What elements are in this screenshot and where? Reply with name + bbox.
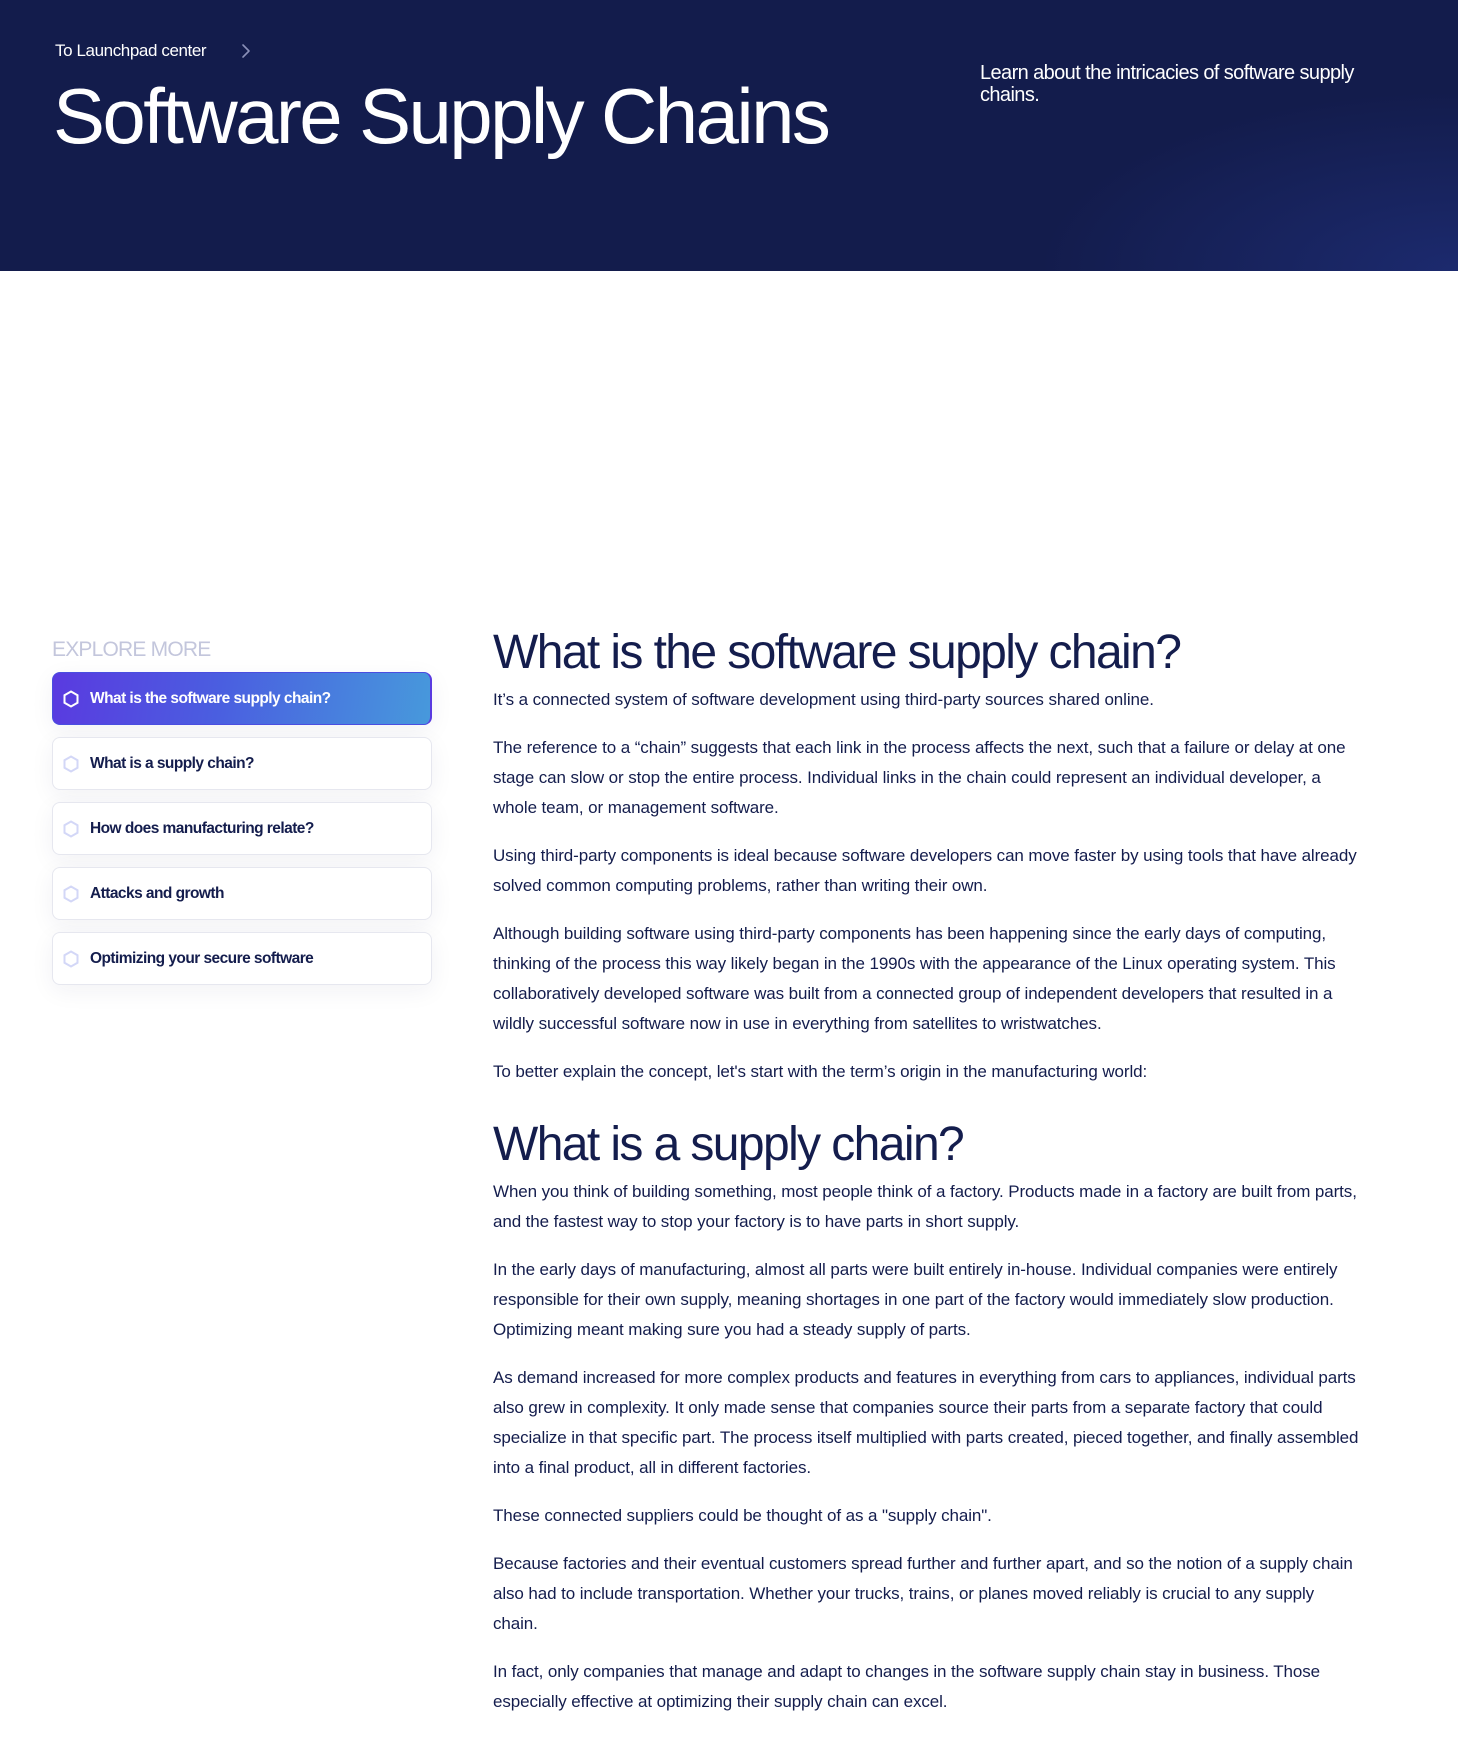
paragraph: In fact, only companies that manage and … bbox=[493, 1662, 1321, 1711]
sidebar-item-attacks-and-growth[interactable]: Attacks and growth bbox=[52, 867, 432, 920]
hexagon-icon bbox=[63, 949, 79, 968]
sidebar-item-label: How does manufacturing relate? bbox=[90, 819, 314, 837]
hero-banner: To Launchpad center Software Supply Chai… bbox=[0, 0, 1458, 271]
explore-more-heading: EXPLORE MORE bbox=[52, 638, 211, 661]
paragraph: Using third-party components is ideal be… bbox=[493, 846, 1357, 895]
sidebar-item-label: What is a supply chain? bbox=[90, 754, 254, 772]
page-subtitle: Learn about the intricacies of software … bbox=[980, 62, 1354, 106]
paragraph: Although building software using third-p… bbox=[493, 924, 1336, 1033]
paragraph: As demand increased for more complex pro… bbox=[493, 1368, 1359, 1477]
chevron-right-icon bbox=[236, 41, 256, 61]
main-content: EXPLORE MORE What is the software supply… bbox=[0, 271, 1458, 1753]
hexagon-icon bbox=[63, 819, 79, 838]
sidebar-item-label: Optimizing your secure software bbox=[90, 949, 314, 967]
sidebar-item-label: What is the software supply chain? bbox=[90, 689, 331, 707]
paragraph: When you think of building something, mo… bbox=[493, 1182, 1357, 1231]
explore-more-sidebar: EXPLORE MORE What is the software supply… bbox=[52, 637, 432, 997]
hexagon-icon bbox=[63, 884, 79, 903]
sidebar-item-how-does-manufacturing-relate[interactable]: How does manufacturing relate? bbox=[52, 802, 432, 855]
breadcrumb: To Launchpad center bbox=[55, 41, 256, 61]
sidebar-item-label: Attacks and growth bbox=[90, 884, 224, 902]
hexagon-icon bbox=[63, 689, 79, 708]
paragraph: These connected suppliers could be thoug… bbox=[493, 1506, 992, 1525]
paragraph: To better explain the concept, let's sta… bbox=[493, 1062, 1148, 1081]
sidebar-item-what-is-software-supply-chain[interactable]: What is the software supply chain? bbox=[52, 672, 432, 725]
breadcrumb-link-launchpad-center[interactable]: To Launchpad center bbox=[55, 41, 207, 60]
article-body: What is the software supply chain? It’s … bbox=[493, 623, 1363, 1735]
sidebar-item-what-is-a-supply-chain[interactable]: What is a supply chain? bbox=[52, 737, 432, 790]
paragraph: The reference to a “chain” suggests that… bbox=[493, 738, 1346, 817]
sidebar-item-optimizing-secure-software[interactable]: Optimizing your secure software bbox=[52, 932, 432, 985]
paragraph: It’s a connected system of software deve… bbox=[493, 690, 1154, 709]
section-heading: What is a supply chain? bbox=[493, 1118, 965, 1171]
section-heading: What is the software supply chain? bbox=[493, 626, 1182, 679]
hexagon-icon bbox=[63, 754, 79, 773]
paragraph: Because factories and their eventual cus… bbox=[493, 1554, 1353, 1633]
page-title: Software Supply Chains bbox=[53, 72, 831, 160]
paragraph: In the early days of manufacturing, almo… bbox=[493, 1260, 1338, 1339]
section-what-is-software-supply-chain: What is the software supply chain? It’s … bbox=[493, 623, 1363, 1087]
section-what-is-a-supply-chain: What is a supply chain? When you think o… bbox=[493, 1115, 1363, 1717]
